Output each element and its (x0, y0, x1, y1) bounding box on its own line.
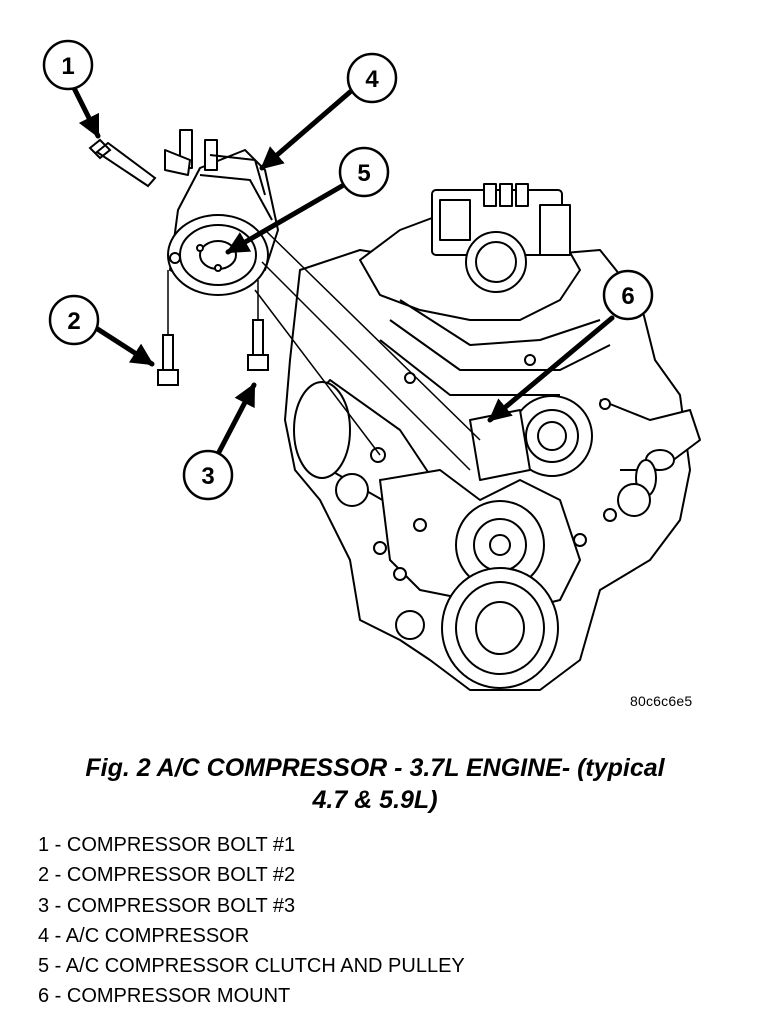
arrow-callout-5 (225, 183, 345, 255)
callout-5: 5 (338, 146, 390, 198)
legend-item: 2 - COMPRESSOR BOLT #2 (38, 864, 296, 887)
image-code: 80c6c6e5 (630, 693, 693, 709)
bolt-2-shape (157, 334, 179, 386)
callout-4-label: 4 (365, 66, 379, 93)
legend-item: 4 - A/C COMPRESSOR (38, 924, 250, 947)
callout-3: 3 (182, 449, 234, 501)
callout-2: 2 (48, 294, 100, 346)
legend-item: 6 - COMPRESSOR MOUNT (38, 985, 291, 1008)
callout-3-label: 3 (201, 463, 214, 490)
callout-5-label: 5 (357, 160, 370, 187)
engine-compressor-illustration: 1 2 3 4 5 6 (42, 39, 701, 691)
callout-6-label: 6 (621, 283, 634, 310)
legend-item: 1 - COMPRESSOR BOLT #1 (38, 834, 296, 856)
callout-1: 1 (42, 39, 94, 91)
arrow-callout-3 (215, 382, 257, 457)
ac-compressor-drawing (164, 129, 279, 296)
callout-1-label: 1 (61, 53, 74, 80)
figure-caption-line-1: Fig. 2 A/C COMPRESSOR - 3.7L ENGINE- (ty… (85, 754, 665, 782)
installation-lines (167, 229, 481, 471)
arrow-callout-6 (487, 315, 615, 423)
arrow-callout-4 (259, 89, 353, 171)
legend-item: 3 - COMPRESSOR BOLT #3 (38, 894, 296, 917)
legend-item: 5 - A/C COMPRESSOR CLUTCH AND PULLEY (38, 955, 465, 978)
figure-caption: Fig. 2 A/C COMPRESSOR - 3.7L ENGINE- (ty… (30, 752, 720, 816)
bolt-3-shape (247, 319, 269, 371)
callout-2-label: 2 (67, 308, 80, 335)
arrow-callout-2 (93, 325, 155, 367)
bolt-1-shape (88, 138, 157, 188)
compressor-bolts (88, 138, 269, 386)
callout-4: 4 (346, 52, 398, 104)
parts-legend: 1 - COMPRESSOR BOLT #1 2 - COMPRESSOR BO… (38, 830, 465, 1012)
leader-arrows (71, 85, 615, 457)
callout-6: 6 (602, 269, 654, 321)
engine-drawing (284, 183, 701, 691)
arrow-callout-1 (71, 85, 101, 139)
callouts: 1 2 3 4 5 6 (42, 39, 654, 501)
figure-caption-line-2: 4.7 & 5.9L) (312, 786, 438, 814)
